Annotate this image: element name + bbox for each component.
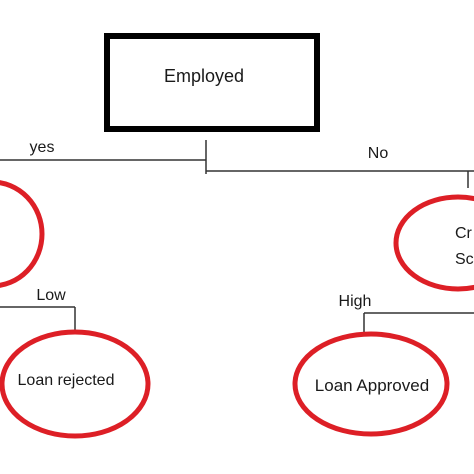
right-node-label-line1: Cr	[455, 225, 473, 242]
leaf-left-label: Loan rejected	[18, 372, 115, 389]
edge-label-low: Low	[36, 287, 66, 304]
leaf-left-ellipse	[0, 329, 151, 439]
right-node-ellipse	[393, 194, 474, 292]
edge-label-yes: yes	[30, 139, 55, 156]
root-node-label: Employed	[164, 66, 244, 86]
edge-label-high: High	[339, 293, 372, 310]
edge-label-no: No	[368, 145, 389, 162]
leaf-right-ellipse	[292, 331, 450, 437]
root-node-box	[104, 33, 320, 132]
right-node-label-line2: Sc	[455, 251, 474, 268]
leaf-right-label: Loan Approved	[315, 376, 429, 395]
left-node-ellipse	[0, 180, 45, 288]
